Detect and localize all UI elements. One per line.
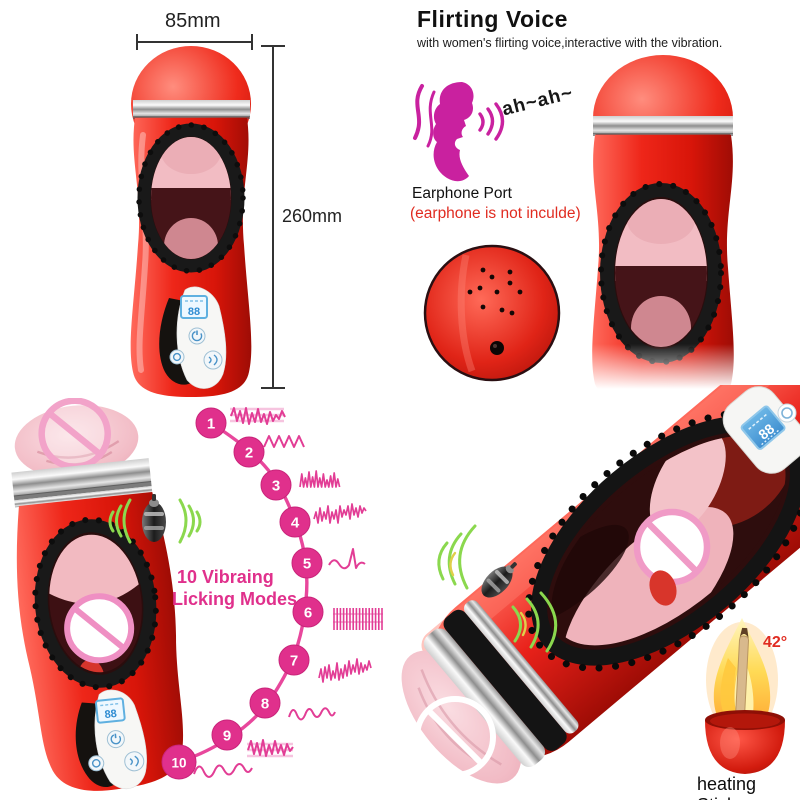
svg-text:4: 4	[291, 515, 300, 532]
mode-badges: 1 2 3 4 5 6 7 8 9 10	[161, 407, 324, 780]
product-photo-top-partial	[583, 55, 748, 404]
mode-badge: 10	[161, 744, 197, 780]
power-button	[188, 327, 206, 345]
vibration-arcs-icon	[108, 498, 202, 544]
lcd-value: 88	[188, 306, 200, 318]
heating-bowl	[705, 710, 785, 774]
svg-text:8: 8	[261, 696, 269, 713]
mode-10-waveform-icon	[193, 763, 253, 778]
height-dimension-label: 260mm	[282, 206, 343, 226]
sound-waves-icon	[478, 102, 505, 141]
chrome-rings	[423, 600, 579, 767]
mode-5-waveform-icon	[328, 548, 366, 570]
svg-text:6: 6	[304, 605, 312, 622]
svg-text:5: 5	[303, 556, 311, 573]
modes-title-line2: Licking Modes	[172, 589, 298, 609]
dimension-lines	[136, 34, 285, 389]
product-photo-modes: 88	[11, 398, 184, 791]
vibration-modes-chart: 1 2 3 4 5 6 7 8 9 10	[161, 407, 383, 780]
mode-badge: 8	[249, 687, 281, 719]
mode-9-waveform-icon	[247, 739, 294, 758]
svg-text:3: 3	[272, 478, 280, 495]
mode-badge: 7	[278, 644, 310, 676]
lcd-display: 88	[180, 295, 208, 319]
mode-8-waveform-icon	[288, 707, 336, 721]
earphone-port-title: Earphone Port	[412, 185, 512, 202]
bullet-body	[142, 494, 166, 542]
lcd-display: 88	[94, 697, 126, 724]
face-silhouette-icon	[433, 82, 474, 182]
chrome-collar	[11, 458, 153, 508]
svg-text:9: 9	[223, 728, 231, 745]
lcd-value: 88	[104, 708, 117, 721]
mode-badge: 2	[233, 436, 265, 468]
censor-sign	[633, 508, 711, 606]
chrome-ring	[133, 100, 250, 119]
censor-sign	[414, 696, 496, 778]
mode-waveforms	[193, 407, 383, 778]
power-button	[106, 730, 125, 749]
censor-sign	[38, 398, 111, 470]
chrome-ring	[593, 116, 733, 136]
svg-text:10: 10	[171, 756, 186, 771]
mode-badge: 5	[291, 547, 323, 579]
woman-voice-icon	[413, 82, 505, 182]
mode-7-waveform-icon	[318, 658, 372, 683]
modes-title-line1: 10 Vibraing	[177, 567, 274, 587]
mode-6-waveform-icon	[333, 608, 383, 630]
flirting-voice-subtitle: with women's flirting voice,interactive …	[417, 36, 723, 50]
control-panel: 88	[75, 689, 147, 790]
mode-4-waveform-icon	[313, 503, 367, 524]
width-dimension-label: 85mm	[165, 10, 221, 32]
power-button	[777, 403, 797, 423]
svg-text:7: 7	[290, 653, 298, 670]
section-title-flirting-voice: Flirting Voice	[417, 6, 568, 32]
speaker-holes	[467, 267, 523, 316]
mode-2-waveform-icon	[263, 435, 305, 448]
tongue-tip	[649, 570, 677, 606]
mode-1-waveform-icon	[230, 407, 286, 425]
control-panel: 88	[159, 286, 227, 389]
hair-strand-icon	[413, 84, 436, 148]
heating-stick-graphic	[705, 618, 785, 774]
earphone-port-photo	[423, 244, 561, 382]
svg-text:1: 1	[207, 416, 215, 433]
svg-text:2: 2	[245, 445, 253, 462]
earphone-port-note: (earphone is not inculde)	[410, 205, 581, 222]
mode-badge: 1	[195, 407, 227, 439]
censor-sign	[64, 593, 135, 664]
product-photo-front: 88	[130, 46, 252, 397]
vibration-arcs-icon	[437, 524, 558, 653]
mode-badge: 4	[279, 506, 311, 538]
heating-stick-label: heating Stick	[697, 774, 757, 800]
tongue-tip	[78, 659, 105, 677]
voice-button	[124, 751, 145, 772]
height-dimension-line	[261, 45, 285, 389]
bullet-body	[481, 562, 517, 598]
voice-button	[203, 350, 223, 370]
heating-temperature: 42°	[763, 634, 788, 651]
width-dimension-bracket	[136, 34, 253, 50]
mouth-window	[32, 516, 159, 691]
mode-button	[88, 755, 105, 772]
window-stud-dots	[598, 181, 724, 365]
lcd-display: 88	[740, 405, 786, 450]
window-stud-dots	[136, 122, 246, 274]
mode-badge: 9	[211, 719, 243, 751]
window-stud-dots	[32, 516, 159, 691]
bullet-vibrator	[108, 494, 202, 544]
mode-badge: 6	[292, 596, 324, 628]
mode-badge: 3	[260, 469, 292, 501]
product-photo-diagonal: 88	[401, 385, 800, 784]
mouth-window	[136, 122, 246, 274]
mode-3-waveform-icon	[299, 470, 341, 488]
mode-button	[169, 349, 185, 365]
tongue	[164, 218, 218, 259]
mouth-window	[598, 181, 724, 365]
earphone-jack-hole	[490, 341, 504, 355]
